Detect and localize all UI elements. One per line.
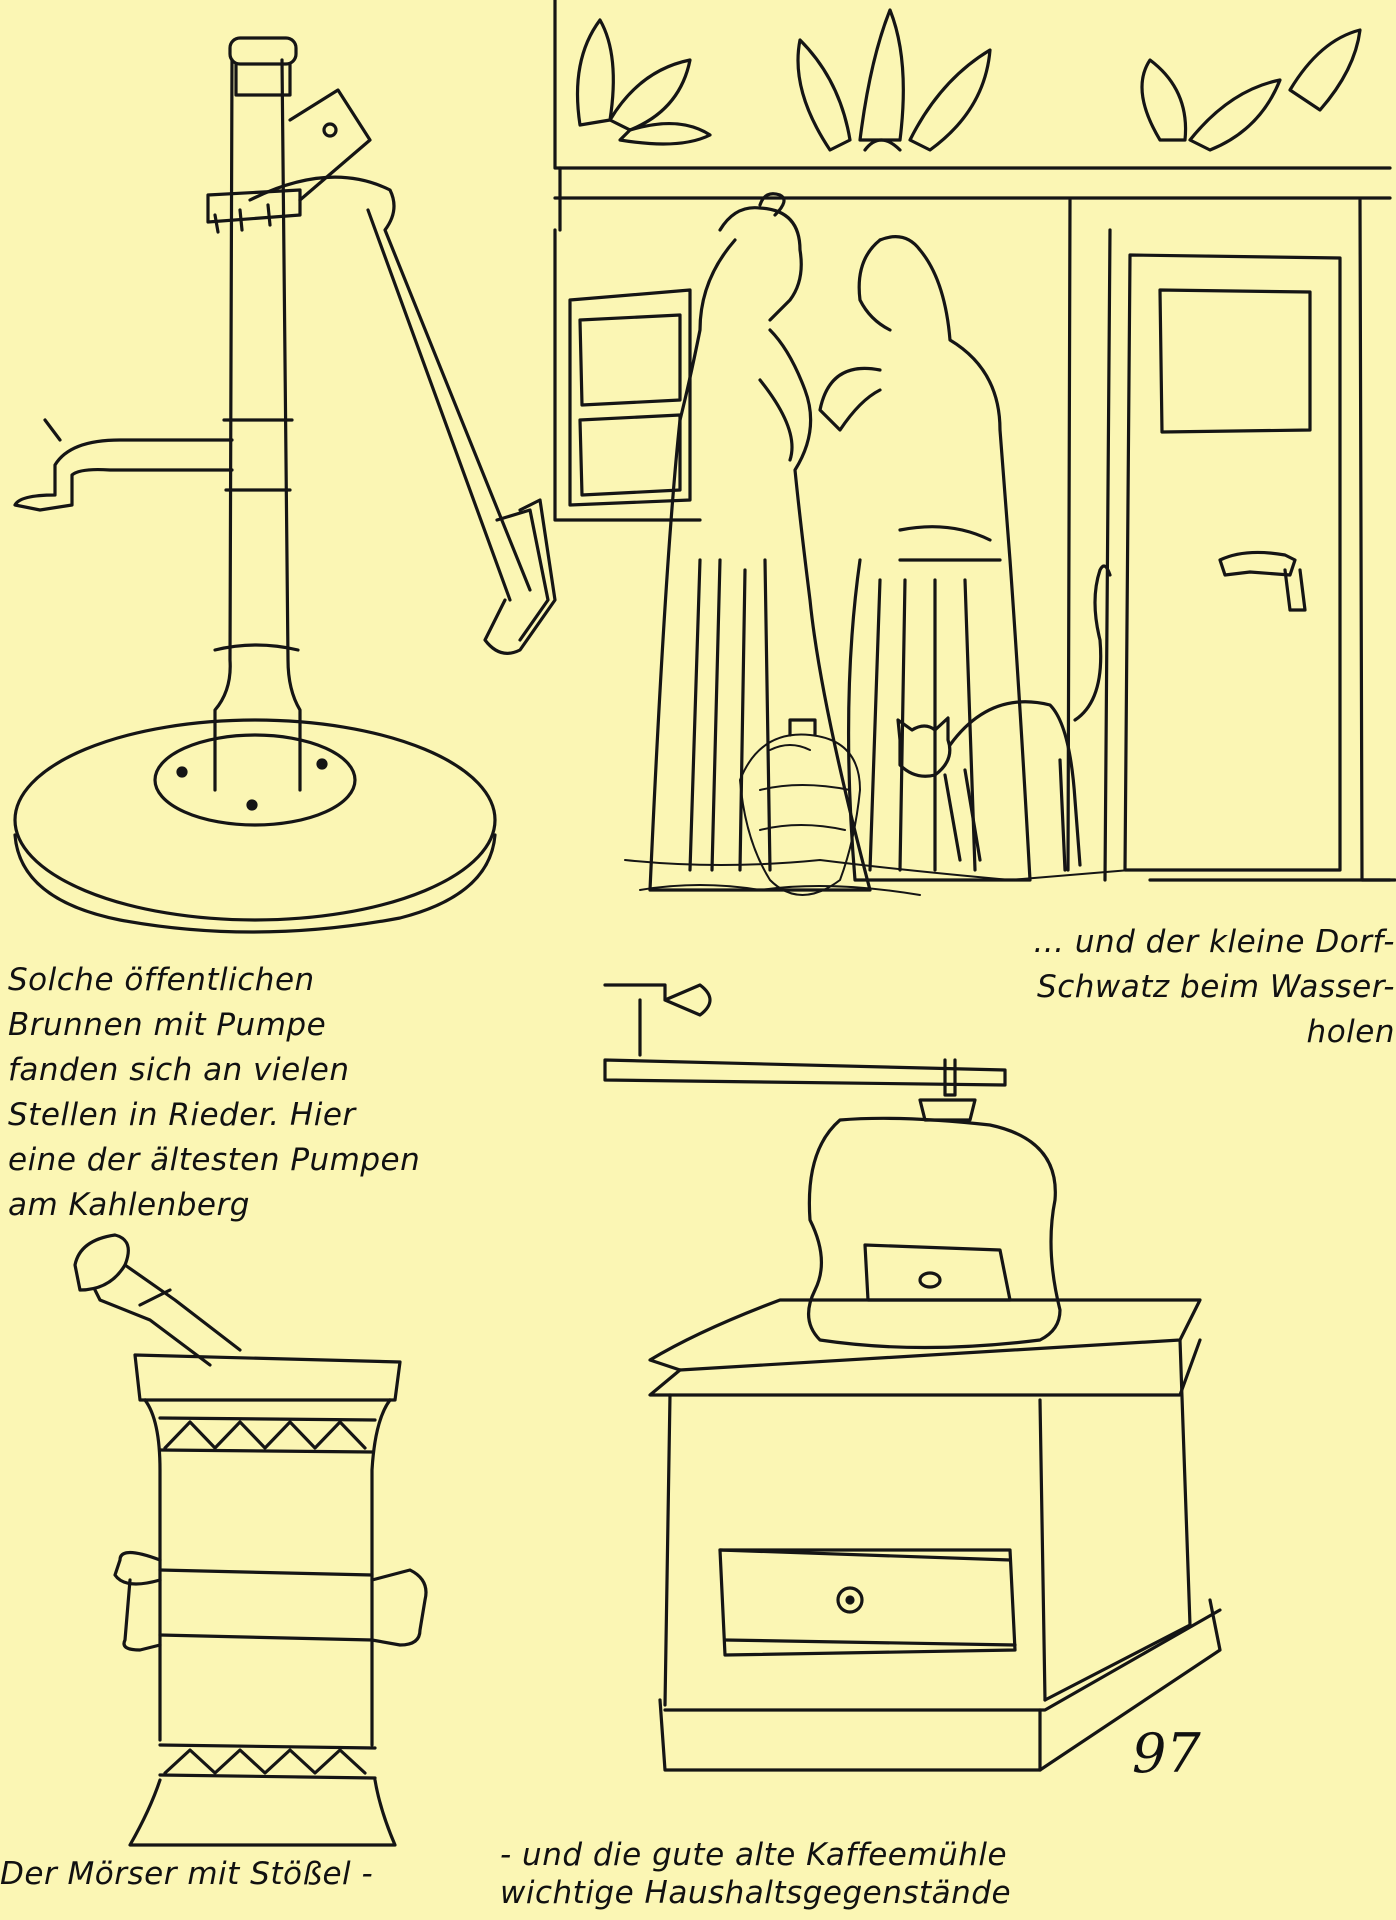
water-pump-drawing [13, 36, 557, 934]
page-number: 97 [1132, 1722, 1201, 1785]
mortar-drawing [73, 1233, 428, 1847]
grinder-caption: - und die gute alte Kaffeemühle wichtige… [500, 1837, 1012, 1911]
mortar-caption: Der Mörser mit Stößel - [0, 1856, 374, 1892]
coffee-grinder-drawing [603, 983, 1222, 1772]
gossip-caption: ... und der kleine Dorf- Schwatz beim Wa… [1033, 924, 1395, 1050]
gossip-scene-drawing [553, 0, 1396, 896]
pump-caption: Solche öffentlichen Brunnen mit Pumpe fa… [8, 962, 421, 1223]
